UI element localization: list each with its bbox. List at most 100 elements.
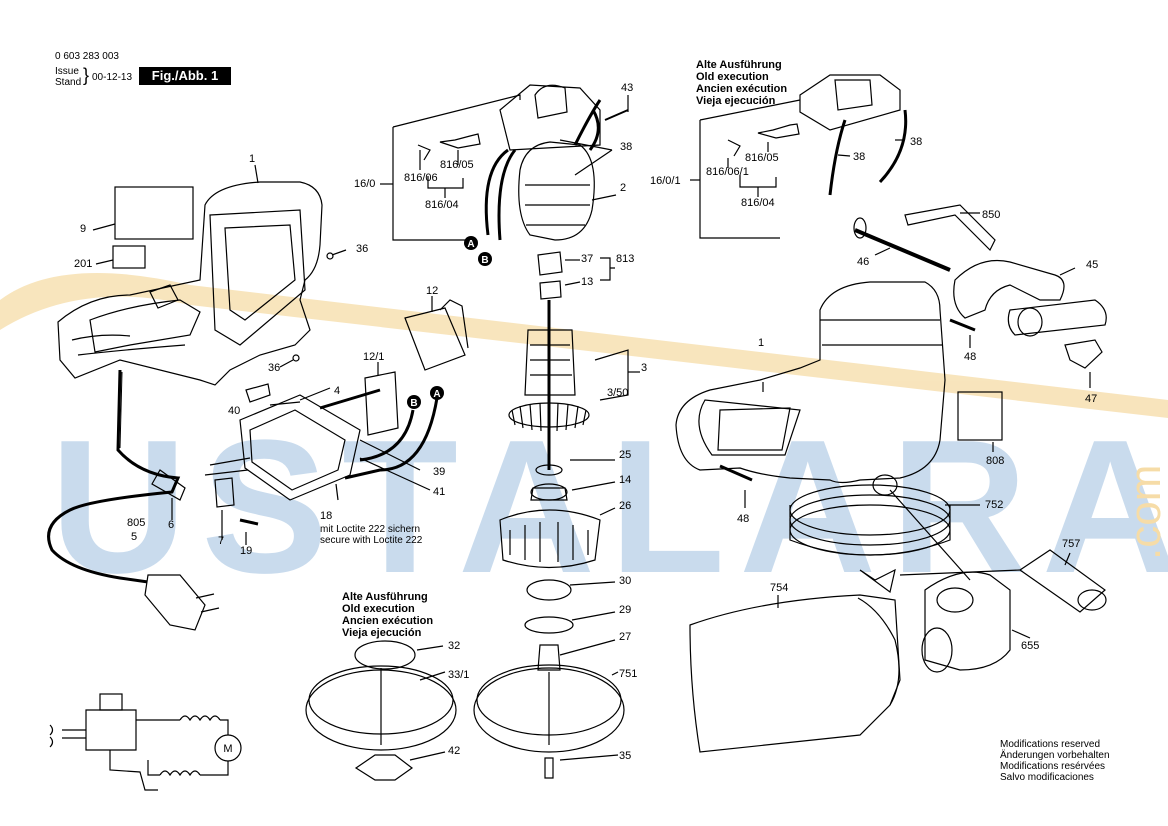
callout-39: 39 <box>433 466 446 478</box>
callout-29: 29 <box>619 604 632 616</box>
label-plate-201 <box>112 245 146 269</box>
callout-808: 808 <box>986 455 1005 467</box>
marker-b-top: B <box>478 252 492 266</box>
callout-752: 752 <box>985 499 1004 511</box>
callout-38-old-right: 38 <box>910 136 923 148</box>
sander-housing-part-1 <box>675 281 951 556</box>
callout-25: 25 <box>619 449 632 461</box>
old-exec-top-es: Vieja ejecución <box>696 95 776 107</box>
sanding-pad-751 <box>473 667 625 753</box>
callout-816-06: 816/06 <box>404 172 438 184</box>
label-plate-808 <box>957 391 1003 441</box>
pad-part-32 <box>354 640 416 670</box>
callout-757: 757 <box>1062 538 1081 550</box>
callout-816-04: 816/04 <box>425 199 459 211</box>
svg-text:M: M <box>223 743 232 755</box>
marker-a-top: A <box>464 236 478 250</box>
callout-655: 655 <box>1021 640 1040 652</box>
callout-1-right: 1 <box>758 337 765 349</box>
watermark-suffix: .com <box>1121 465 1168 560</box>
old-exec-bottom-de: Alte Ausführung <box>342 591 428 603</box>
callout-40: 40 <box>228 405 241 417</box>
brace-symbol: } <box>83 65 90 85</box>
callout-201: 201 <box>74 258 93 270</box>
callout-30: 30 <box>619 575 632 587</box>
callout-14: 14 <box>619 474 632 486</box>
switch-assembly-part-4 <box>204 394 361 501</box>
dust-adapter-655 <box>921 571 1011 673</box>
callout-1-left: 1 <box>249 153 256 165</box>
marker-b-mid: B <box>407 395 421 409</box>
callout-33-1: 33/1 <box>448 669 470 681</box>
stand-label: Stand <box>55 77 82 88</box>
callout-48-left: 48 <box>737 513 750 525</box>
callout-3-50: 3/50 <box>607 387 629 399</box>
callout-816-05: 816/05 <box>440 159 474 171</box>
callout-9: 9 <box>80 223 87 235</box>
callout-42: 42 <box>448 745 461 757</box>
modifications-es: Salvo modificaciones <box>1000 772 1094 783</box>
callout-41: 41 <box>433 486 446 498</box>
svg-text:B: B <box>410 398 417 409</box>
motor-symbol: M <box>223 743 232 755</box>
old-exec-top-en: Old execution <box>696 71 769 83</box>
armature-part-3 <box>508 300 590 470</box>
wiring-schematic <box>49 693 242 791</box>
svg-text:A: A <box>433 389 440 400</box>
label-plate-9 <box>114 186 194 240</box>
callout-46: 46 <box>857 256 870 268</box>
old-exec-bottom-es: Vieja ejecución <box>342 627 422 639</box>
old-exec-bottom-fr: Ancien exécution <box>342 615 434 627</box>
callout-27: 27 <box>619 631 632 643</box>
modifications-de: Änderungen vorbehalten <box>1000 750 1110 761</box>
figure-label: Fig./Abb. 1 <box>139 67 231 85</box>
callout-805: 805 <box>127 517 146 529</box>
callout-26: 26 <box>619 500 632 512</box>
callout-37: 37 <box>581 253 594 265</box>
callout-16-0: 16/0 <box>354 178 376 190</box>
marker-a-mid: A <box>430 386 444 400</box>
callout-6: 6 <box>168 519 175 531</box>
callout-816-05-old: 816/05 <box>745 152 779 164</box>
old-exec-bottom-en: Old execution <box>342 603 415 615</box>
callout-754: 754 <box>770 582 789 594</box>
fan-part-26 <box>499 509 601 569</box>
old-brush-holder <box>799 74 901 131</box>
old-exec-top-de: Alte Ausführung <box>696 59 782 71</box>
callout-2: 2 <box>620 182 627 194</box>
callout-38-old-left: 38 <box>853 151 866 163</box>
loctite-note-de: mit Loctite 222 sichern <box>320 524 421 535</box>
callout-813: 813 <box>616 253 635 265</box>
callout-47: 47 <box>1085 393 1098 405</box>
callout-45: 45 <box>1086 259 1099 271</box>
issue-date: 00-12-13 <box>92 72 133 83</box>
callout-36-top: 36 <box>356 243 369 255</box>
issue-label: Issue <box>55 66 79 77</box>
svg-text:B: B <box>481 255 488 266</box>
side-handle-45 <box>953 259 1107 337</box>
callout-12: 12 <box>426 285 439 297</box>
svg-text:A: A <box>467 239 474 250</box>
callout-36-bottom: 36 <box>268 362 281 374</box>
dust-bag-754 <box>689 594 901 753</box>
callout-850: 850 <box>982 209 1001 221</box>
callout-3: 3 <box>641 362 648 374</box>
callout-38-center: 38 <box>620 141 633 153</box>
callout-13: 13 <box>581 276 594 288</box>
callout-35: 35 <box>619 750 632 762</box>
callout-4: 4 <box>334 385 341 397</box>
modifications-fr: Modifications resérvées <box>1000 761 1106 772</box>
watermark-text: USTALARA <box>50 401 1168 613</box>
loctite-note-en: secure with Loctite 222 <box>320 535 423 546</box>
hose-adapter-757 <box>1018 549 1106 613</box>
callout-48-right: 48 <box>964 351 977 363</box>
callout-5: 5 <box>131 531 138 543</box>
callout-751: 751 <box>619 668 638 680</box>
callout-816-06-1: 816/06/1 <box>706 166 749 178</box>
callout-816-04-old: 816/04 <box>741 197 775 209</box>
part-number: 0 603 283 003 <box>55 51 119 62</box>
